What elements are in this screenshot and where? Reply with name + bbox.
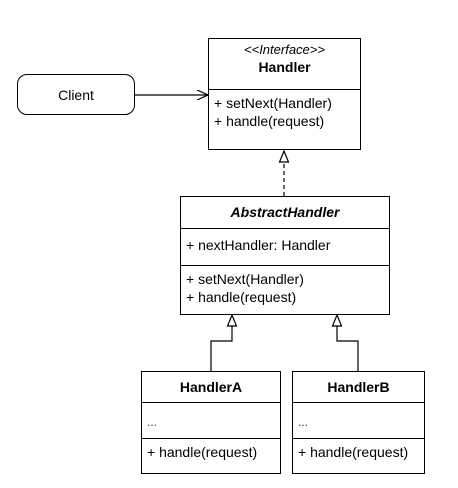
abstract-handler-method: + handle(request) (186, 289, 297, 305)
handler-b-class: HandlerB ... + handle(request) (292, 371, 425, 474)
abstract-handler-fields: + nextHandler: Handler (181, 228, 389, 265)
handler-a-header: HandlerA (142, 372, 280, 402)
abstract-handler-class: AbstractHandler + nextHandler: Handler +… (180, 196, 390, 315)
handler-b-methods: + handle(request) (293, 438, 424, 473)
abstract-handler-header: AbstractHandler (181, 197, 389, 228)
handler-interface-class: <<Interface>> Handler + setNext(Handler)… (208, 38, 361, 150)
handler-b-header: HandlerB (293, 372, 424, 402)
handler-b-method: + handle(request) (298, 444, 409, 460)
inheritance-arrow-handler-b (331, 313, 359, 371)
client-label: Client (58, 86, 94, 103)
handler-a-method: + handle(request) (147, 444, 258, 460)
handler-methods: + setNext(Handler) + handle(request) (209, 89, 360, 149)
handler-a-class: HandlerA ... + handle(request) (141, 371, 281, 474)
handler-title: Handler (258, 59, 311, 75)
handler-method: + handle(request) (214, 113, 325, 129)
handler-b-field: ... (298, 415, 309, 429)
abstract-handler-field: + nextHandler: Handler (186, 237, 331, 253)
handler-header: <<Interface>> Handler (209, 39, 360, 89)
handler-stereotype: <<Interface>> (244, 42, 325, 57)
handler-a-field: ... (147, 415, 158, 429)
handler-b-fields: ... (293, 402, 424, 438)
abstract-handler-methods: + setNext(Handler) + handle(request) (181, 265, 389, 314)
handler-a-title: HandlerA (179, 379, 243, 395)
handler-a-fields: ... (142, 402, 280, 438)
handler-b-title: HandlerB (327, 379, 390, 395)
handler-a-methods: + handle(request) (142, 438, 280, 473)
abstract-handler-title: AbstractHandler (230, 204, 340, 220)
inheritance-arrow-handler-a (210, 313, 238, 371)
abstract-handler-method: + setNext(Handler) (186, 271, 304, 287)
client-box: Client (17, 74, 135, 115)
handler-method: + setNext(Handler) (214, 95, 332, 111)
realization-arrow-abstract-handler (278, 149, 290, 196)
